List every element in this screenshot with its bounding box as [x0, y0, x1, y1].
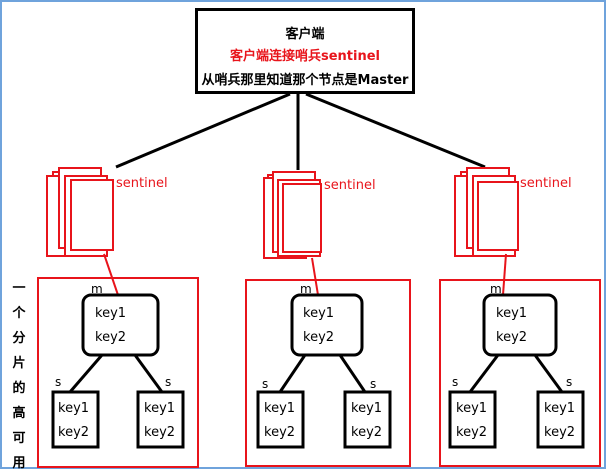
master-tag: m [490, 282, 502, 296]
client-note: 从哨兵那里知道那个节点是Master [201, 73, 409, 88]
connector-left [115, 92, 291, 169]
side-char: 一 [12, 281, 26, 296]
shard-group-1 [37, 167, 199, 468]
slave-left-key-1: key1 [456, 401, 488, 416]
slave-left-key-1: key1 [58, 401, 90, 416]
slave-tag-left: s [262, 377, 269, 391]
shard-frame [37, 277, 199, 468]
shard-group-2 [245, 171, 411, 467]
master-slave-link-left [68, 354, 104, 393]
master-slave-link-left [278, 354, 307, 393]
side-char: 高 [12, 406, 26, 421]
sentinel-label-3: sentinel [520, 176, 572, 191]
slave-right-key-1: key1 [544, 401, 576, 416]
shard-group-3 [439, 167, 601, 467]
master-node [81, 293, 160, 357]
master-key-2: key2 [496, 330, 528, 345]
master-key-1: key1 [303, 306, 335, 321]
slave-right-key-2: key2 [351, 425, 383, 440]
side-char: 的 [12, 381, 26, 396]
sentinel-link [311, 257, 319, 296]
slave-tag-right: s [566, 375, 573, 389]
slave-tag-left: s [452, 375, 459, 389]
slave-left-key-2: key2 [456, 425, 488, 440]
master-slave-link-right [133, 354, 164, 393]
master-key-1: key1 [496, 306, 528, 321]
master-node [290, 293, 364, 357]
slave-tag-right: s [370, 377, 377, 391]
side-char: 用 [12, 456, 26, 471]
slave-node-right [536, 390, 585, 449]
slave-left-key-2: key2 [58, 425, 90, 440]
client-subtitle: 客户端连接哨兵sentinel [229, 49, 380, 64]
sentinel-link [502, 253, 507, 296]
shard-frame [439, 279, 601, 467]
side-char: 个 [12, 306, 26, 321]
sentinel-stack [263, 171, 322, 259]
slave-right-key-2: key2 [544, 425, 576, 440]
slave-right-key-2: key2 [144, 425, 176, 440]
master-slave-link-right [338, 354, 367, 393]
master-slave-link-left [468, 354, 500, 393]
sentinel-stack [46, 167, 114, 257]
slave-node-right [136, 390, 185, 449]
master-tag: m [300, 282, 312, 296]
client-box: 客户端 客户端连接哨兵sentinel 从哨兵那里知道那个节点是Master [195, 8, 415, 94]
image-frame [0, 0, 606, 469]
slave-tag-right: s [165, 375, 172, 389]
side-char: 可 [12, 431, 26, 446]
shard-frame [245, 279, 411, 467]
sentinel-label-2: sentinel [324, 178, 376, 193]
slave-node-right [343, 390, 392, 449]
slave-node-left [448, 390, 497, 449]
slave-right-key-1: key1 [351, 401, 383, 416]
slave-left-key-2: key2 [264, 425, 296, 440]
master-tag: m [91, 282, 103, 296]
master-key-2: key2 [95, 330, 127, 345]
master-key-1: key1 [95, 306, 127, 321]
sentinel-stack [454, 167, 519, 257]
slave-node-left [51, 390, 100, 449]
client-title: 客户端 [285, 27, 325, 42]
master-node [482, 293, 558, 357]
slave-node-left [256, 390, 305, 449]
connector-right [305, 92, 486, 169]
slave-tag-left: s [55, 375, 62, 389]
slave-right-key-1: key1 [144, 401, 176, 416]
slave-left-key-1: key1 [264, 401, 296, 416]
side-label: 一 个 分 片 的 高 可 用 [8, 276, 30, 476]
master-key-2: key2 [303, 330, 335, 345]
sentinel-link [103, 253, 119, 296]
master-slave-link-right [533, 354, 564, 393]
side-char: 片 [12, 356, 26, 371]
sentinel-label-1: sentinel [116, 176, 168, 191]
side-char: 分 [12, 331, 26, 346]
